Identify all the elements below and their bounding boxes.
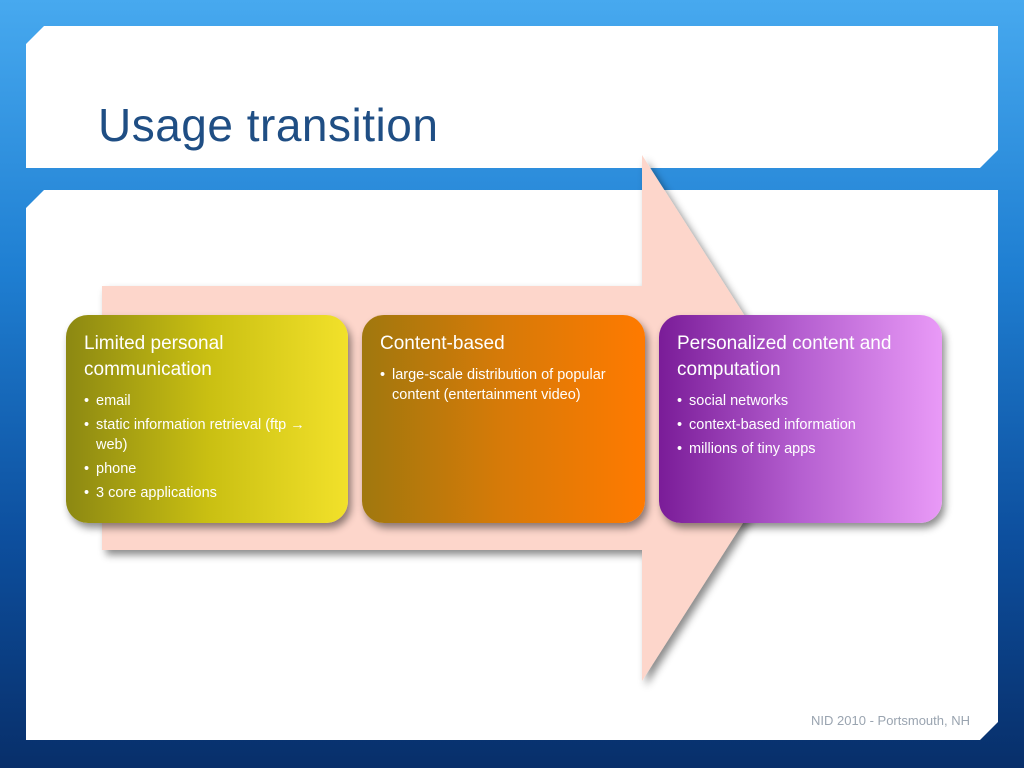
slide-footer: NID 2010 - Portsmouth, NH	[811, 713, 970, 728]
list-item: •phone	[84, 461, 137, 477]
stage-title: Personalized content and computation	[677, 333, 892, 380]
stage-box-content-based: Content-based •large-scale distribution …	[362, 315, 645, 523]
stage-list: •email •static information retrieval (ft…	[84, 391, 330, 503]
slide-title: Usage transition	[98, 99, 439, 151]
stage-title: Content-based	[380, 333, 505, 354]
stage-box-limited-communication: Limited personal communication •email •s…	[66, 315, 348, 523]
stage-list: •social networks •context-based informat…	[677, 391, 924, 459]
list-item: •social networks	[677, 393, 789, 409]
stage-title: Limited personal communication	[84, 333, 224, 380]
list-item: •3 core applications	[84, 485, 217, 501]
stage-box-personalized: Personalized content and computation •so…	[659, 315, 942, 523]
stage-list: •large-scale distribution of popular con…	[380, 365, 627, 405]
title-panel	[26, 26, 998, 168]
list-item: •email	[84, 393, 131, 409]
list-item: •static information retrieval (ftp → web…	[84, 417, 305, 453]
list-item: •large-scale distribution of popular con…	[380, 367, 606, 403]
list-item: •context-based information	[677, 417, 856, 433]
list-item: •millions of tiny apps	[677, 441, 816, 457]
